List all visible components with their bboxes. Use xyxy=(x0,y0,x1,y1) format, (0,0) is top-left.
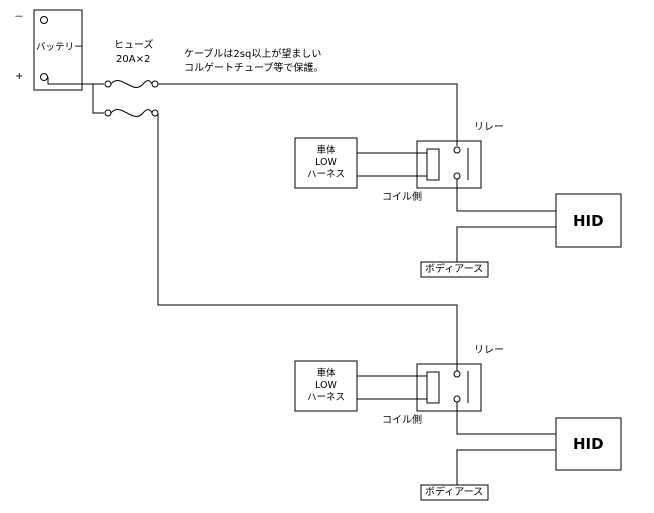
ground-label-2: ボディアース xyxy=(425,487,484,498)
battery-plus-terminal xyxy=(40,73,48,81)
ground-label-1: ボディアース xyxy=(425,264,484,275)
relay-coil-1 xyxy=(426,148,440,181)
fuse1-element xyxy=(110,80,153,88)
harness-1-line3: ハーネス xyxy=(306,169,345,180)
battery-plus-label: + xyxy=(15,71,24,82)
cable-note-line2: コルゲートチューブ等で保護。 xyxy=(184,63,324,74)
hid2-ground-wire xyxy=(456,449,556,485)
battery-minus-label: － xyxy=(14,12,24,23)
fuse-rating: 20A×2 xyxy=(116,54,151,65)
battery-minus-terminal xyxy=(40,16,48,24)
harness-2-line2: LOW xyxy=(315,380,337,391)
harness-label-1: 車体 LOW ハーネス xyxy=(295,145,357,181)
battery-label: バッテリー xyxy=(36,42,84,53)
ground-box-2 xyxy=(420,484,489,501)
harness-1-line1: 車体 xyxy=(316,145,336,156)
feed-wire-relay2 xyxy=(157,113,458,371)
fuse1-terminal-left xyxy=(104,80,112,88)
cable-note-line1: ケーブルは2sq以上が望ましい xyxy=(184,49,322,60)
relay1-out-wire xyxy=(456,179,556,212)
fuse1-terminal-right xyxy=(151,80,159,88)
relay-box-2 xyxy=(416,363,482,412)
relay2-out-wire xyxy=(456,402,556,435)
hid-label-2: HID xyxy=(573,435,604,453)
coil-label-1: コイル側 xyxy=(382,192,422,203)
harness-2-line1: 車体 xyxy=(316,368,336,379)
relay-box-1 xyxy=(416,140,482,189)
harness-1-line2: LOW xyxy=(315,157,337,168)
relay-label-2: リレー xyxy=(474,345,504,356)
hid1-ground-wire xyxy=(456,226,556,262)
ground-box-1 xyxy=(420,261,489,278)
fuse-label: ヒューズ xyxy=(114,40,154,51)
hid-label-1: HID xyxy=(573,212,604,230)
harness-box-1 xyxy=(294,137,358,189)
relay1-contact-bottom xyxy=(453,172,461,180)
hid-box-2 xyxy=(555,417,622,471)
coil-label-2: コイル側 xyxy=(382,415,422,426)
relay1-contact-top xyxy=(453,146,461,154)
plus-wire-main xyxy=(47,77,104,85)
relay2-contact-bottom xyxy=(453,395,461,403)
hid-box-1 xyxy=(555,193,622,248)
harness-box-2 xyxy=(294,360,358,412)
harness-label-2: 車体 LOW ハーネス xyxy=(295,368,357,404)
fuse2-element xyxy=(110,109,153,117)
plus-wire-branch xyxy=(92,84,104,114)
relay-coil-2 xyxy=(426,371,440,404)
fuse2-terminal-right xyxy=(151,109,159,117)
feed-wire-relay1 xyxy=(158,83,458,146)
harness-2-line3: ハーネス xyxy=(306,392,345,403)
fuse2-terminal-left xyxy=(104,109,112,117)
relay2-contact-top xyxy=(453,370,461,378)
relay-label-1: リレー xyxy=(474,122,504,133)
